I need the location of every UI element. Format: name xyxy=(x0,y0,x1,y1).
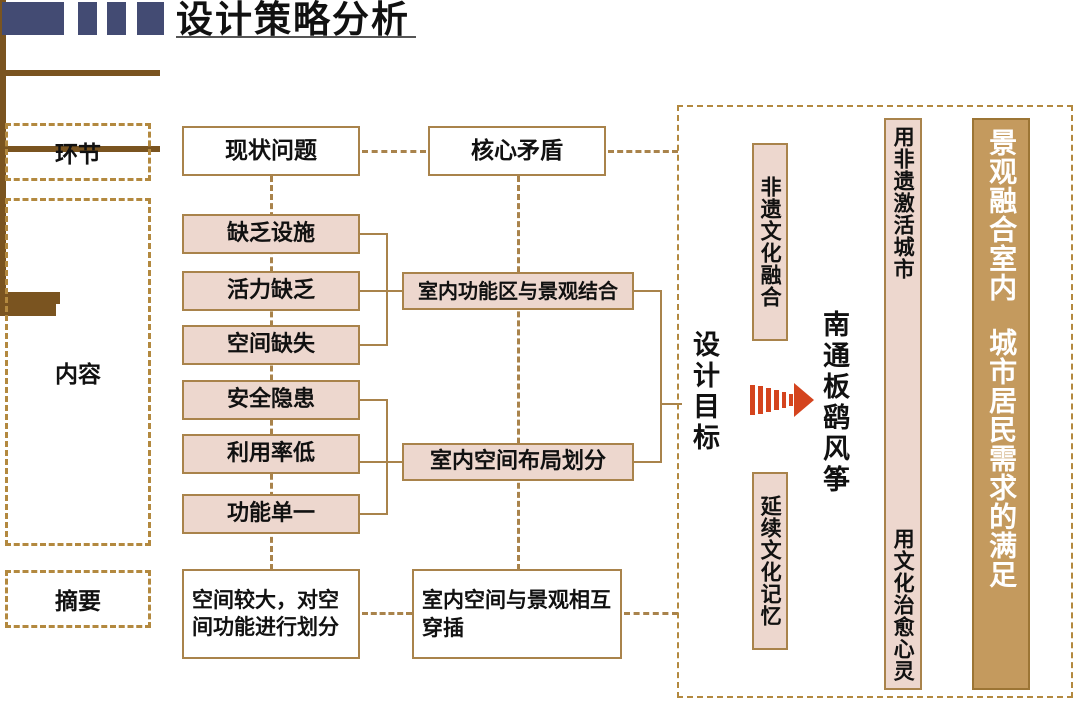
goal-theme-label-text: 南通板鹞风筝 xyxy=(818,310,849,496)
goal-bracket-top xyxy=(0,70,160,76)
bracket-core0-out xyxy=(634,290,662,292)
box-core-summary-text: 室内空间与景观相互穿插 xyxy=(422,587,611,640)
header-block-2 xyxy=(78,2,97,35)
row-label-content: 内容 xyxy=(5,198,151,546)
means-to-result-top xyxy=(0,304,56,310)
box-core-0: 室内功能区与景观结合 xyxy=(402,272,634,310)
box-problem-0-text: 缺乏设施 xyxy=(226,221,315,247)
design-goal-panel xyxy=(677,105,1073,698)
box-problem-5: 功能单一 xyxy=(182,494,360,534)
box-problems-summary-text: 空间较大，对空间功能进行划分 xyxy=(192,587,339,639)
header-block-1 xyxy=(2,2,64,35)
theme-connector-top xyxy=(0,152,6,222)
goal-bracket-vertical xyxy=(0,0,6,70)
row-label-summary: 摘要 xyxy=(5,570,151,628)
bracket-p4-stub xyxy=(360,461,388,463)
link-summary-problems-to-core xyxy=(362,612,412,615)
box-problems-summary: 空间较大，对空间功能进行划分 xyxy=(182,569,360,659)
row-label-content-text: 内容 xyxy=(55,362,101,388)
box-problem-4-text: 利用率低 xyxy=(226,441,315,467)
goal-theme-label: 南通板鹞风筝 xyxy=(818,310,849,496)
design-goal-label-text: 设计目标 xyxy=(688,330,719,454)
box-current-problems-header-text: 现状问题 xyxy=(225,137,317,164)
box-goal-result: 景观融合室内 城市居民需求的满足 xyxy=(972,118,1030,690)
bracket-p5-stub xyxy=(360,513,388,515)
row-label-summary-text: 摘要 xyxy=(55,589,101,615)
bracket-core-vertical xyxy=(660,290,662,463)
box-goal-means: 用非遗激活城市 用文化治愈心灵 xyxy=(884,118,922,690)
link-core-header-to-panel xyxy=(608,150,678,153)
header-block-3 xyxy=(107,2,126,35)
box-goal-result-text-0: 景观融合室内 xyxy=(985,128,1019,302)
box-core-0-text: 室内功能区与景观结合 xyxy=(418,278,618,303)
bracket-p1-stub xyxy=(360,290,388,292)
box-goal-branch-0: 非遗文化融合 xyxy=(752,143,788,341)
bracket-lower-to-core1 xyxy=(386,461,404,463)
theme-to-means-bottom xyxy=(0,298,60,304)
goal-bracket-vertical-lower xyxy=(0,76,6,146)
bracket-p2-stub xyxy=(360,344,388,346)
box-problem-1-text: 活力缺乏 xyxy=(226,278,315,304)
box-problem-2-text: 空间缺失 xyxy=(226,332,315,358)
box-problem-1: 活力缺乏 xyxy=(182,271,360,311)
box-goal-means-text-0: 用非遗激活城市 xyxy=(891,126,916,280)
box-core-conflict-header-text: 核心矛盾 xyxy=(471,137,563,164)
bracket-upper-to-core0 xyxy=(386,290,404,292)
link-summary-core-to-panel xyxy=(624,612,678,615)
box-problem-5-text: 功能单一 xyxy=(226,501,315,527)
row-label-link-text: 环节 xyxy=(55,142,101,168)
box-goal-branch-1: 延续文化记忆 xyxy=(752,472,788,650)
bracket-upper-vertical xyxy=(386,233,388,346)
box-goal-branch-0-text: 非遗文化融合 xyxy=(758,176,783,308)
box-core-1: 室内空间布局划分 xyxy=(402,443,634,481)
design-goal-label: 设计目标 xyxy=(688,330,719,454)
link-problems-to-core-header xyxy=(362,150,426,153)
theme-to-means-top xyxy=(0,292,60,298)
box-problem-3: 安全隐患 xyxy=(182,380,360,420)
means-to-result-bottom xyxy=(0,310,56,316)
box-problem-3-text: 安全隐患 xyxy=(226,387,315,413)
spine-column-problems xyxy=(270,176,273,570)
row-label-link: 环节 xyxy=(5,123,151,181)
box-core-conflict-header: 核心矛盾 xyxy=(428,126,606,176)
page-title: 设计策略分析 xyxy=(176,0,410,41)
box-current-problems-header: 现状问题 xyxy=(182,126,360,176)
header-block-4 xyxy=(137,2,164,35)
box-goal-means-text-1: 用文化治愈心灵 xyxy=(891,528,916,682)
bracket-p0-stub xyxy=(360,233,388,235)
bracket-p3-stub xyxy=(360,399,388,401)
box-problem-2: 空间缺失 xyxy=(182,325,360,365)
spine-column-core xyxy=(517,176,520,570)
right-arrow-icon xyxy=(750,381,814,419)
bracket-core1-out xyxy=(634,461,662,463)
bracket-core-to-goal xyxy=(660,403,682,405)
box-core-summary: 室内空间与景观相互穿插 xyxy=(412,569,622,659)
theme-connector-bottom xyxy=(0,222,6,292)
box-goal-result-text-1: 城市居民需求的满足 xyxy=(985,328,1019,589)
box-problem-0: 缺乏设施 xyxy=(182,214,360,254)
box-goal-branch-1-text: 延续文化记忆 xyxy=(758,495,783,627)
goal-bracket-bottom xyxy=(0,146,160,152)
box-core-1-text: 室内空间布局划分 xyxy=(429,449,606,475)
title-underline xyxy=(176,36,416,38)
bracket-lower-vertical xyxy=(386,399,388,514)
box-problem-4: 利用率低 xyxy=(182,434,360,474)
